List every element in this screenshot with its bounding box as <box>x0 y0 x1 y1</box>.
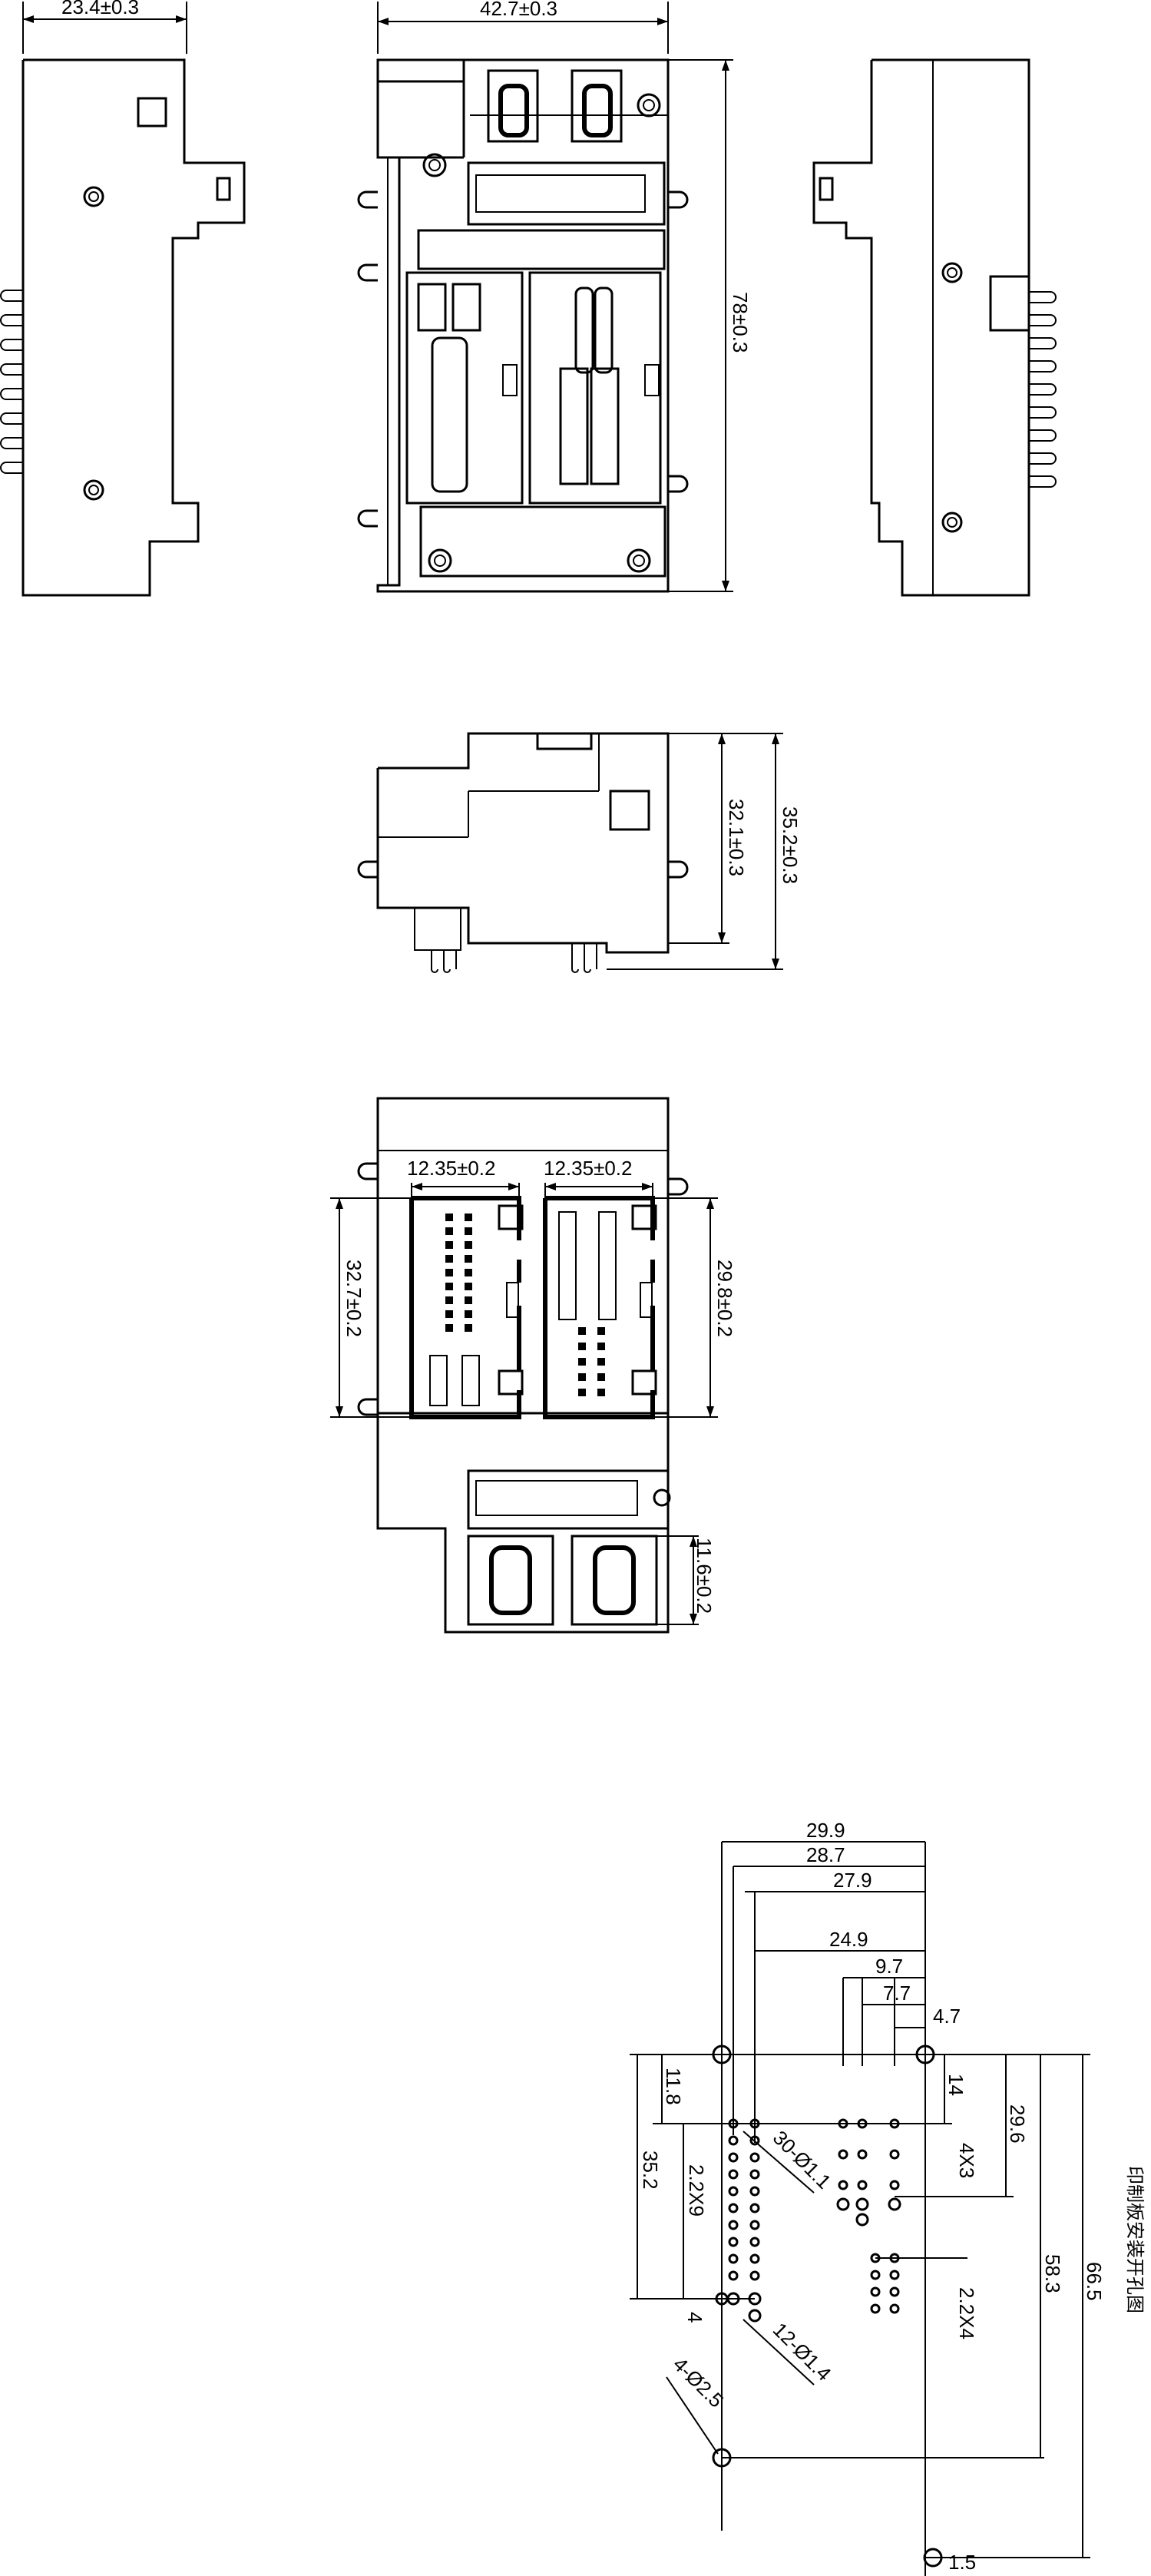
pcb-title: 印制板安装开孔图 <box>1124 2166 1146 2313</box>
bottom-view: 12.35±0.2 12.35±0.2 32.7±0.2 29.8±0.2 11… <box>330 1097 736 1634</box>
bottom-pin-grid-left <box>429 1214 480 1406</box>
pcb-callout-4-hole: 4-Ø2.5 <box>669 2353 728 2412</box>
bottom-slot-right-width: 12.35±0.2 <box>544 1157 632 1180</box>
pcb-pitch-4x3: 4X3 <box>955 2143 978 2178</box>
top-width-dim: 42.7±0.3 <box>480 0 557 20</box>
pcb-pitch-2-2x4: 2.2X4 <box>955 2287 978 2339</box>
front-view: 32.1±0.3 35.2±0.3 <box>357 732 802 973</box>
pcb-pitch-4: 4 <box>683 2312 706 2323</box>
pcb-dim-29-9: 29.9 <box>806 1819 845 1842</box>
pcb-dim-35-2: 35.2 <box>639 2151 662 2190</box>
pcb-pitch-2-2x9: 2.2X9 <box>685 2164 708 2217</box>
side-left-pins <box>0 290 23 474</box>
pcb-dim-28-7: 28.7 <box>806 1843 845 1866</box>
bottom-fuse-height: 11.6±0.2 <box>693 1538 716 1614</box>
pcb-dim-14: 14 <box>944 2074 967 2096</box>
bottom-pin-grid-right <box>558 1211 617 1396</box>
bottom-slot-right-height: 29.8±0.2 <box>713 1260 736 1337</box>
front-height-a: 32.1±0.3 <box>725 799 748 876</box>
pcb-hole-layout: 29.9 28.7 27.9 24.9 9.7 7.7 4.7 11.8 35.… <box>630 1819 1146 2576</box>
bottom-slot-left-width: 12.35±0.2 <box>407 1157 495 1180</box>
bottom-slot-left-height: 32.7±0.2 <box>342 1260 365 1337</box>
front-height-b: 35.2±0.3 <box>779 806 802 884</box>
pcb-dim-4-7: 4.7 <box>933 2005 961 2028</box>
side-view-right <box>812 58 1057 597</box>
pcb-dim-29-6: 29.6 <box>1006 2104 1029 2144</box>
top-height-dim: 78±0.3 <box>729 292 752 353</box>
pcb-dim-9-7: 9.7 <box>875 1955 903 1978</box>
pcb-dim-66-5: 66.5 <box>1083 2262 1106 2301</box>
pcb-pitch-1-5: 1.5 <box>948 2551 976 2574</box>
pcb-holes <box>712 2045 943 2568</box>
side-view-left: 23.4±0.3 <box>0 0 246 597</box>
pcb-dim-58-3: 58.3 <box>1041 2254 1064 2293</box>
pcb-dim-27-9: 27.9 <box>833 1869 872 1892</box>
pcb-dim-7-7: 7.7 <box>883 1982 911 2005</box>
side-width-dim: 23.4±0.3 <box>61 0 139 18</box>
pcb-dim-24-9: 24.9 <box>829 1928 868 1951</box>
top-view: 42.7±0.3 78±0.3 <box>357 0 752 593</box>
pcb-dim-11-8: 11.8 <box>662 2068 685 2105</box>
